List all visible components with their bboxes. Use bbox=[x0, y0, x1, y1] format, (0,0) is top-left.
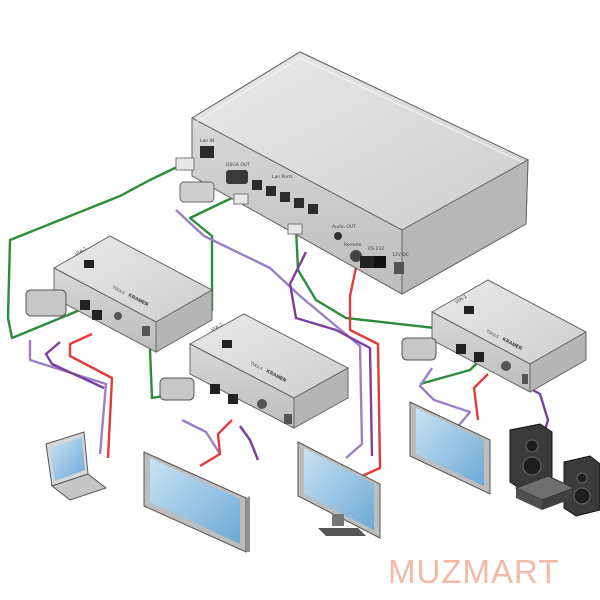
receiver-left: VIA-1 KRAMER TOOLS bbox=[25, 235, 214, 353]
audio-jack[interactable] bbox=[114, 312, 122, 320]
speaker-icon bbox=[509, 423, 553, 491]
rs232-plug bbox=[360, 256, 374, 268]
audio-amplifier bbox=[514, 475, 576, 510]
lan-port[interactable] bbox=[294, 198, 304, 208]
audio-jack[interactable] bbox=[257, 399, 267, 409]
lan-port[interactable] bbox=[252, 180, 262, 190]
power-jack[interactable] bbox=[284, 414, 292, 424]
lan-in-port[interactable] bbox=[200, 146, 214, 158]
lan-port[interactable] bbox=[456, 344, 466, 354]
receiver-series-label: TOOLS bbox=[111, 284, 127, 295]
rs232-port[interactable] bbox=[474, 352, 484, 362]
rs232-port[interactable] bbox=[228, 394, 238, 404]
receiver-center: VIA-1 KRAMER TOOLS bbox=[159, 313, 350, 429]
laptop-icon bbox=[45, 431, 108, 501]
rs232-port[interactable] bbox=[92, 310, 102, 320]
audio-out-label: Audio OUT bbox=[332, 224, 356, 230]
vga-port[interactable] bbox=[401, 337, 437, 361]
receiver-model-label: VIA-1 bbox=[74, 246, 88, 258]
receiver-model-label: VIA-1 bbox=[454, 294, 468, 306]
vga-plug bbox=[179, 181, 215, 203]
rs232-label: RS-232 bbox=[368, 246, 384, 252]
power-label: 12V DC bbox=[392, 252, 409, 258]
remote-jack[interactable] bbox=[350, 250, 362, 262]
audio-cables bbox=[68, 257, 489, 478]
rs232-port[interactable] bbox=[372, 256, 386, 268]
power-jack[interactable] bbox=[394, 262, 404, 274]
kramer-logo-icon bbox=[464, 306, 474, 314]
audio-jack[interactable] bbox=[501, 361, 511, 371]
audio-out-jack[interactable] bbox=[334, 232, 342, 240]
receiver-model-label: VIA-1 bbox=[210, 322, 224, 334]
dsga-out-port[interactable] bbox=[226, 170, 248, 184]
vga-port[interactable] bbox=[25, 289, 67, 317]
display-icon bbox=[297, 441, 381, 539]
lan-port[interactable] bbox=[280, 192, 290, 202]
lan-port[interactable] bbox=[266, 186, 276, 196]
display-icon bbox=[143, 451, 250, 553]
kramer-logo-icon bbox=[84, 260, 94, 268]
lan-plug bbox=[175, 157, 195, 171]
remote-label: Remote bbox=[344, 242, 362, 248]
kramer-logo-icon bbox=[222, 340, 232, 348]
lan-port[interactable] bbox=[308, 204, 318, 214]
receiver-right: VIA-1 KRAMER TOOLS bbox=[401, 279, 588, 393]
lan-port[interactable] bbox=[210, 384, 220, 394]
main-switcher-unit: Lan IN DSGA OUT Lan Ports Audio OUT Remo… bbox=[175, 51, 530, 295]
watermark: MUZMART bbox=[388, 553, 560, 590]
dsga-out-label: DSGA OUT bbox=[226, 162, 250, 168]
lan-port-row bbox=[252, 180, 318, 214]
receiver-series-label: TOOLS bbox=[485, 328, 501, 339]
lan-ports-label: Lan Ports bbox=[272, 174, 293, 180]
power-jack[interactable] bbox=[522, 374, 528, 384]
lan-plug bbox=[233, 193, 249, 205]
display-icon bbox=[409, 401, 491, 495]
vga-port[interactable] bbox=[159, 377, 195, 401]
lan-port[interactable] bbox=[80, 300, 90, 310]
lan-plug bbox=[287, 223, 303, 235]
receiver-series-label: TOOLS bbox=[249, 360, 265, 371]
lan-in-label: Lan IN bbox=[200, 138, 214, 144]
power-jack[interactable] bbox=[142, 326, 150, 336]
